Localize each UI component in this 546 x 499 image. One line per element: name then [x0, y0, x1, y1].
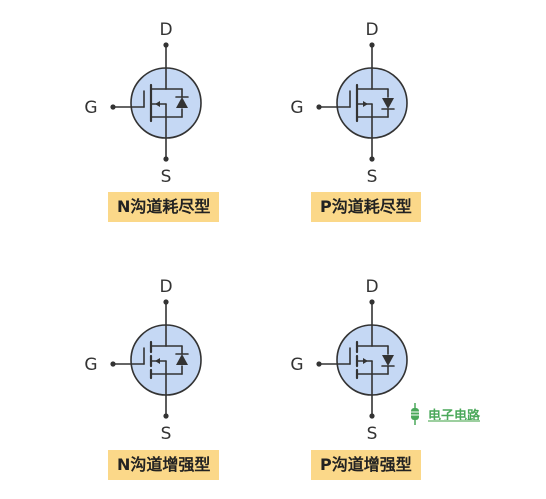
- caption-n-enhancement: N沟道增强型: [108, 450, 220, 480]
- gate-terminal-dot: [110, 361, 116, 367]
- caption-n-depletion: N沟道耗尽型: [108, 192, 220, 222]
- drain-label: D: [365, 20, 378, 40]
- watermark-logo: 电子电路: [406, 403, 480, 425]
- source-terminal-dot: [163, 413, 169, 419]
- resistor-icon: [411, 403, 419, 425]
- watermark-text: 电子电路: [428, 408, 481, 424]
- source-label: S: [161, 424, 172, 444]
- watermark-underline: [428, 420, 480, 422]
- gate-terminal-dot: [316, 361, 322, 367]
- gate-terminal-dot: [316, 104, 322, 110]
- diode-triangle-up: [176, 354, 188, 365]
- gate-label: G: [84, 98, 97, 118]
- diode-triangle-up: [176, 97, 188, 108]
- caption-p-enhancement: P沟道增强型: [311, 450, 421, 480]
- gate-label: G: [84, 355, 97, 375]
- diode-triangle-down: [382, 355, 394, 366]
- mosfet-symbol-n-enhancement: D S G: [84, 277, 202, 444]
- source-terminal-dot: [369, 413, 375, 419]
- drain-label: D: [159, 20, 172, 40]
- gate-terminal-dot: [110, 104, 116, 110]
- diode-triangle-down: [382, 98, 394, 109]
- mosfet-symbol-n-depletion: D S G: [84, 20, 202, 187]
- source-label: S: [367, 424, 378, 444]
- drain-label: D: [159, 277, 172, 297]
- mosfet-symbol-p-depletion: D S G: [290, 20, 408, 187]
- drain-label: D: [365, 277, 378, 297]
- body-arrow: [155, 358, 160, 364]
- mosfet-symbol-p-enhancement: D S G: [290, 277, 408, 444]
- drain-terminal-dot: [163, 299, 169, 305]
- body-arrow: [363, 101, 368, 107]
- drain-terminal-dot: [163, 42, 169, 48]
- body-arrow: [155, 101, 160, 107]
- gate-label: G: [290, 98, 303, 118]
- source-label: S: [367, 167, 378, 187]
- source-terminal-dot: [369, 156, 375, 162]
- body-arrow: [363, 358, 368, 364]
- drain-terminal-dot: [369, 42, 375, 48]
- caption-p-depletion: P沟道耗尽型: [311, 192, 421, 222]
- source-label: S: [161, 167, 172, 187]
- gate-label: G: [290, 355, 303, 375]
- drain-terminal-dot: [369, 299, 375, 305]
- source-terminal-dot: [163, 156, 169, 162]
